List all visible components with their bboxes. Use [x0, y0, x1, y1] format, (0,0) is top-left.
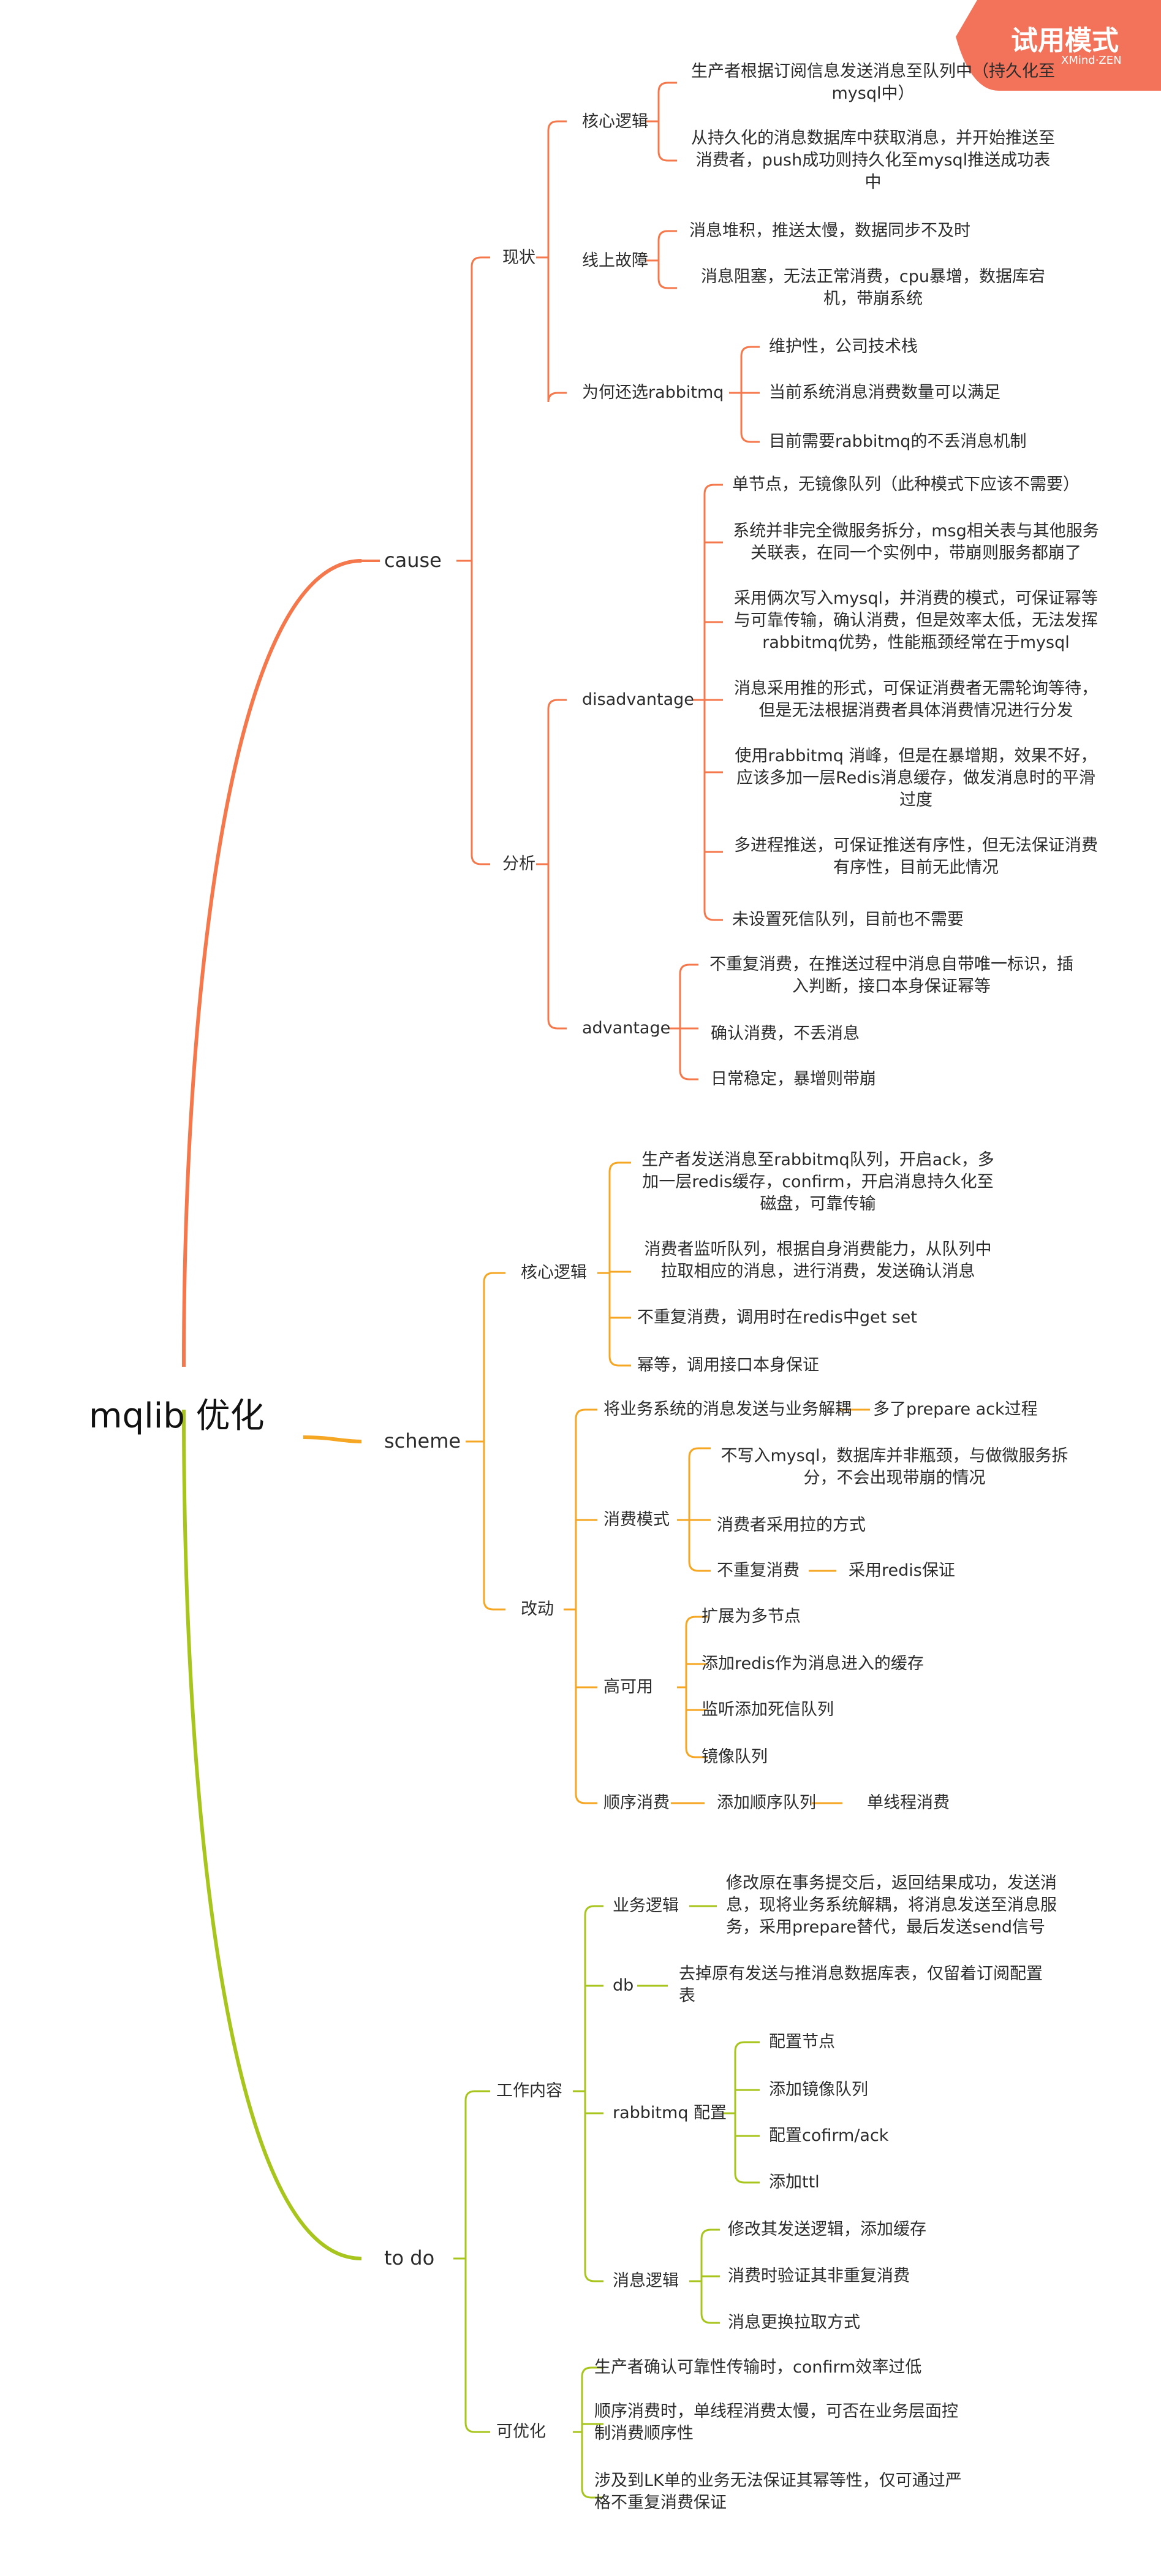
- topic-dis-item[interactable]: 未设置死信队列，目前也不需要: [732, 910, 964, 929]
- topic-order-step[interactable]: 添加顺序队列: [717, 1793, 816, 1812]
- topic-dis-item[interactable]: 系统并非完全微服务拆分，msg相关表与其他服务关联表，在同一个实例中，带崩则服务…: [733, 522, 1099, 563]
- topic-adv-item[interactable]: 不重复消费，在推送过程中消息自带唯一标识，插入判断，接口本身保证幂等: [709, 955, 1073, 996]
- topic-biz-logic[interactable]: 业务逻辑: [613, 1896, 679, 1915]
- trial-badge-title: 试用模式: [1011, 25, 1119, 56]
- topic-rmq-item[interactable]: 配置节点: [769, 2032, 835, 2051]
- topic-msg-logic[interactable]: 消息逻辑: [613, 2271, 679, 2290]
- topic-ha-item[interactable]: 添加redis作为消息进入的缓存: [702, 1654, 924, 1673]
- topic-scheme-core-item[interactable]: 幂等，调用接口本身保证: [637, 1356, 819, 1375]
- topic-scheme[interactable]: scheme: [384, 1429, 461, 1453]
- topic-msg-item[interactable]: 修改其发送逻辑，添加缓存: [728, 2220, 926, 2239]
- topic-db-text[interactable]: 去掉原有发送与推消息数据库表，仅留着订阅配置表: [679, 1964, 1043, 2005]
- topic-order-consume[interactable]: 顺序消费: [603, 1793, 670, 1812]
- branch-cause: [182, 559, 362, 1367]
- topic-decouple[interactable]: 将业务系统的消息发送与业务解耦: [603, 1400, 852, 1419]
- topic-high-availability[interactable]: 高可用: [603, 1677, 653, 1696]
- topic-dis-item[interactable]: 单节点，无镜像队列（此种模式下应该不需要）: [732, 475, 1080, 494]
- topic-biz-logic-text[interactable]: 修改原在事务提交后，返回结果成功，发送消息，现将业务系统解耦，将消息发送至消息服…: [726, 1874, 1057, 1937]
- topic-msg-item[interactable]: 消费时验证其非重复消费: [728, 2266, 910, 2285]
- branch-todo: [182, 1409, 362, 2260]
- topic-decouple-note[interactable]: 多了prepare ack过程: [873, 1400, 1038, 1419]
- topic-order-step[interactable]: 单线程消费: [867, 1793, 950, 1812]
- topic-dis-item[interactable]: 采用俩次写入mysql，并消费的模式，可保证幂等与可靠传输，确认消费，但是效率太…: [734, 589, 1098, 652]
- topic-rmq-item[interactable]: 添加ttl: [769, 2173, 820, 2192]
- topic-opt-item[interactable]: 涉及到LK单的业务无法保证其幂等性，仅可通过严格不重复消费保证: [594, 2471, 962, 2512]
- topic-cause[interactable]: cause: [384, 549, 442, 572]
- branch-scheme: [303, 1435, 362, 1443]
- topic-status-core[interactable]: 核心逻辑: [582, 112, 648, 131]
- trial-badge-shape: [956, 0, 1161, 91]
- topic-adv-item[interactable]: 日常稳定，暴增则带崩: [711, 1070, 876, 1089]
- topic-ha-item[interactable]: 扩展为多节点: [702, 1607, 801, 1626]
- root-topic[interactable]: mqlib 优化: [89, 1396, 265, 1436]
- topic-why-item[interactable]: 当前系统消息消费数量可以满足: [769, 383, 1000, 402]
- topic-change[interactable]: 改动: [521, 1600, 554, 1619]
- topic-analysis[interactable]: 分析: [502, 854, 535, 873]
- trial-badge-subtitle: XMind·ZEN: [1061, 54, 1122, 67]
- topic-rmq-item[interactable]: 添加镜像队列: [769, 2080, 868, 2099]
- topic-dis-item[interactable]: 多进程推送，可保证推送有序性，但无法保证消费有序性，目前无此情况: [734, 836, 1098, 877]
- topic-scheme-core-item[interactable]: 生产者发送消息至rabbitmq队列，开启ack，多加一层redis缓存，con…: [641, 1150, 994, 1214]
- topic-rmq-item[interactable]: 配置cofirm/ack: [769, 2126, 889, 2145]
- topic-why-item[interactable]: 维护性，公司技术栈: [769, 337, 918, 356]
- topic-work-content[interactable]: 工作内容: [496, 2081, 562, 2100]
- topic-status-fault[interactable]: 线上故障: [582, 251, 648, 270]
- topic-db[interactable]: db: [613, 1976, 634, 1995]
- topic-disadvantage[interactable]: disadvantage: [582, 690, 694, 709]
- topic-status-fault-item[interactable]: 消息堆积，推送太慢，数据同步不及时: [689, 221, 970, 240]
- topic-status-core-item[interactable]: 从持久化的消息数据库中获取消息，并开始推送至消费者，push成功则持久化至mys…: [691, 129, 1055, 192]
- topic-optimizable[interactable]: 可优化: [496, 2422, 546, 2441]
- topic-status[interactable]: 现状: [502, 248, 535, 267]
- topic-consume-mode[interactable]: 消费模式: [603, 1510, 670, 1529]
- topic-consume-item[interactable]: 不写入mysql，数据库并非瓶颈，与做微服务拆分，不会出现带崩的情况: [720, 1446, 1068, 1487]
- topic-consume-item[interactable]: 消费者采用拉的方式: [717, 1516, 866, 1535]
- topic-rabbitmq-config[interactable]: rabbitmq 配置: [613, 2103, 727, 2122]
- topic-why-item[interactable]: 目前需要rabbitmq的不丢消息机制: [769, 432, 1027, 451]
- topic-opt-item[interactable]: 顺序消费时，单线程消费太慢，可否在业务层面控制消费顺序性: [594, 2402, 958, 2443]
- topic-dis-item[interactable]: 消息采用推的形式，可保证消费者无需轮询等待，但是无法根据消费者具体消费情况进行分…: [734, 679, 1098, 720]
- topic-redis-note[interactable]: 采用redis保证: [849, 1561, 955, 1580]
- topic-status-core-item[interactable]: 生产者根据订阅信息发送消息至队列中（持久化至mysql中）: [691, 62, 1055, 103]
- topic-todo[interactable]: to do: [384, 2246, 435, 2270]
- topic-dis-item[interactable]: 使用rabbitmq 消峰，但是在暴增期，效果不好，应该多加一层Redis消息缓…: [735, 747, 1097, 810]
- topic-scheme-core-item[interactable]: 不重复消费，调用时在redis中get set: [637, 1308, 918, 1327]
- topic-msg-item[interactable]: 消息更换拉取方式: [728, 2313, 860, 2332]
- topic-ha-item[interactable]: 监听添加死信队列: [702, 1700, 834, 1719]
- topic-opt-item[interactable]: 生产者确认可靠性传输时，confirm效率过低: [594, 2358, 922, 2377]
- topic-scheme-core[interactable]: 核心逻辑: [521, 1263, 587, 1282]
- topic-consume-item[interactable]: 不重复消费: [717, 1561, 800, 1580]
- topic-adv-item[interactable]: 确认消费，不丢消息: [711, 1024, 860, 1043]
- topic-scheme-core-item[interactable]: 消费者监听队列，根据自身消费能力，从队列中拉取相应的消息，进行消费，发送确认消息: [644, 1240, 992, 1281]
- topic-why-rabbitmq[interactable]: 为何还选rabbitmq: [582, 383, 724, 402]
- topic-status-fault-item[interactable]: 消息阻塞，无法正常消费，cpu暴增，数据库宕机，带崩系统: [700, 267, 1046, 308]
- topic-ha-item[interactable]: 镜像队列: [702, 1747, 768, 1766]
- topic-advantage[interactable]: advantage: [582, 1019, 671, 1038]
